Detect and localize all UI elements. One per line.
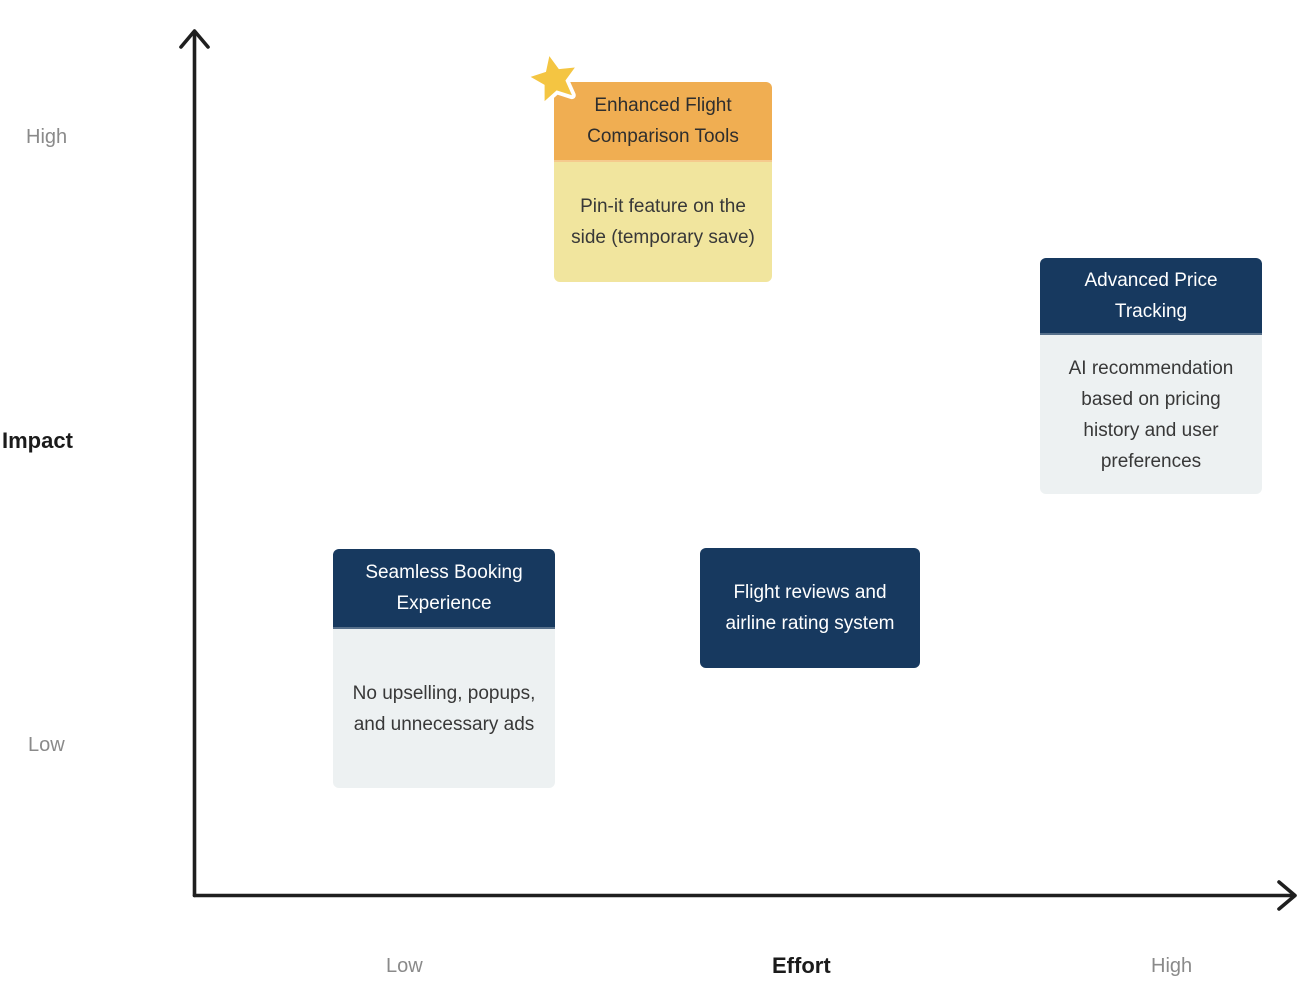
card-enhanced-flight-comparison-tools[interactable]: Enhanced Flight Comparison Tools Pin-it …: [554, 82, 772, 282]
x-axis-title: Effort: [772, 953, 831, 978]
y-axis-low-label: Low: [28, 734, 65, 756]
star-icon[interactable]: [512, 36, 595, 119]
card-note: Pin-it feature on the side (temporary sa…: [554, 162, 772, 282]
x-axis-high-label: High: [1151, 955, 1193, 977]
card-note: No upselling, popups, and unnecessary ad…: [333, 629, 555, 788]
card-flight-reviews-airline-rating[interactable]: Flight reviews and airline rating system: [700, 548, 920, 668]
card-title-text: Flight reviews and airline rating system: [725, 582, 895, 634]
card-seamless-booking-experience[interactable]: Seamless Booking Experience No upselling…: [333, 549, 555, 788]
card-title: Advanced Price Tracking: [1040, 258, 1262, 335]
card-note-text: AI recommendation based on pricing histo…: [1068, 357, 1234, 472]
card-title-text: Seamless Booking Experience: [365, 562, 523, 614]
card-note-text: Pin-it feature on the side (temporary sa…: [571, 196, 755, 248]
x-axis-arrowhead: [1277, 880, 1297, 911]
card-note-text: No upselling, popups, and unnecessary ad…: [352, 682, 536, 735]
x-axis-low-label: Low: [386, 955, 423, 977]
card-note: AI recommendation based on pricing histo…: [1040, 335, 1262, 494]
card-title-text: Enhanced Flight Comparison Tools: [587, 95, 739, 147]
y-axis-high-label: High: [26, 126, 68, 148]
card-title-text: Advanced Price Tracking: [1084, 269, 1218, 322]
y-axis-title: Impact: [2, 428, 73, 453]
card-title: Enhanced Flight Comparison Tools: [554, 82, 772, 162]
card-title: Seamless Booking Experience: [333, 549, 555, 629]
card-advanced-price-tracking[interactable]: Advanced Price Tracking AI recommendatio…: [1040, 258, 1262, 494]
y-axis-arrowhead: [179, 29, 210, 49]
